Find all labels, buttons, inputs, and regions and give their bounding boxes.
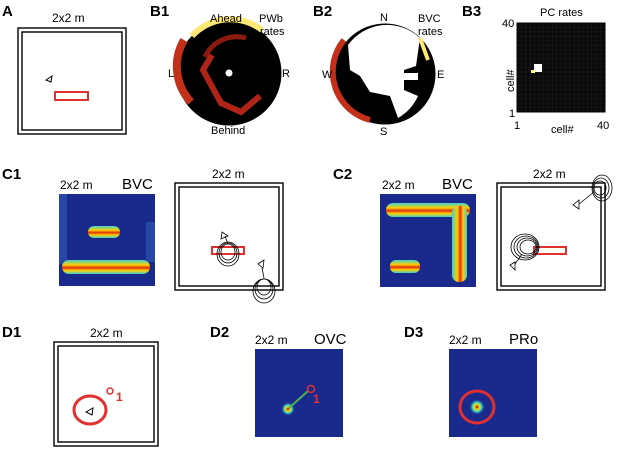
b2-label-w: W xyxy=(322,69,333,81)
c2-env-wall-inner xyxy=(500,186,602,287)
panel-label-c2: C2 xyxy=(333,166,352,183)
b2-label-s: S xyxy=(380,126,387,138)
b2-label-e: E xyxy=(437,69,444,81)
b1-label-right: R xyxy=(282,68,290,80)
panel-d3: D3 2x2 m PRo xyxy=(404,324,538,437)
center-dot-b1 xyxy=(225,69,233,77)
c1-env-wall-inner xyxy=(178,186,280,287)
b3-ylabel: cell# xyxy=(505,68,517,92)
panel-label-d1: D1 xyxy=(2,324,21,341)
c1-cell-type: BVC xyxy=(122,176,153,193)
panel-label-d3: D3 xyxy=(404,324,423,341)
panel-label-b3: B3 xyxy=(462,3,481,20)
b2-title-line2: rates xyxy=(418,26,443,38)
d2-cell-type: OVC xyxy=(314,331,347,348)
c1-map-size-label: 2x2 m xyxy=(60,178,93,192)
panel-b3: B3 PC rates 40 1 1 40 cell# cell# xyxy=(462,3,609,136)
c2-cell-type: BVC xyxy=(442,176,473,193)
panel-b2: B2 N S W E BVC rates xyxy=(313,3,444,138)
panel-b1: B1 Ahead Behind L R PWb rates xyxy=(150,3,290,137)
panel-a: A 2x2 m xyxy=(2,3,127,135)
heat-arc-b1-outer xyxy=(189,16,264,39)
c1-map-shade-right xyxy=(146,222,155,262)
panel-c1: C1 2x2 m BVC 2x2 m xyxy=(2,166,284,304)
panel-label-a: A xyxy=(2,3,13,20)
d1-object-label: 1 xyxy=(116,390,123,404)
d1-object-marker xyxy=(106,387,114,395)
d3-pro-map xyxy=(449,349,537,437)
panel-label-b2: B2 xyxy=(313,3,332,20)
b1-label-left: L xyxy=(168,68,174,80)
c1-object-rectangle xyxy=(211,246,245,255)
d1-env-wall-inner xyxy=(57,345,155,443)
d3-object-ring xyxy=(458,389,496,425)
c2-field-left xyxy=(390,260,420,273)
pc-rate-grid xyxy=(517,23,605,112)
d1-agent-arrow-icon xyxy=(84,407,94,416)
d3-cell-type: PRo xyxy=(509,331,538,348)
c1-receptive-field-top xyxy=(216,231,240,267)
c2-env-size-label: 2x2 m xyxy=(533,167,566,181)
b3-tick-xmin: 1 xyxy=(514,120,520,132)
b3-title: PC rates xyxy=(540,7,583,19)
heat-arc-b2-right xyxy=(418,37,430,61)
heat-arc-b2-left xyxy=(329,38,371,123)
c1-field-bottom xyxy=(62,260,150,274)
b2-title-line1: BVC xyxy=(418,13,441,25)
b1-label-behind: Behind xyxy=(211,125,245,137)
center-dot-b2 xyxy=(381,71,389,79)
d2-ovc-map xyxy=(255,349,343,437)
object-rectangle xyxy=(54,91,89,101)
d3-firing-field xyxy=(469,399,485,415)
c1-receptive-field-bottom xyxy=(252,259,276,304)
d2-object-label: 1 xyxy=(313,392,320,406)
d3-size-label: 2x2 m xyxy=(449,333,482,347)
panel-a-size-label: 2x2 m xyxy=(52,11,85,25)
c2-receptive-field-bottom xyxy=(509,233,540,271)
b1-title-line2: rates xyxy=(260,26,285,38)
d2-vector-line xyxy=(288,390,309,409)
b3-tick-ymin: 1 xyxy=(509,108,515,120)
b3-xlabel: cell# xyxy=(551,124,575,136)
heat-arc-b2-e xyxy=(394,73,418,80)
d1-env-wall-outer xyxy=(53,341,159,447)
heat-arc-b1-left xyxy=(172,37,195,105)
c2-map-size-label: 2x2 m xyxy=(382,178,415,192)
b1-label-ahead: Ahead xyxy=(210,13,242,25)
panel-label-c1: C1 xyxy=(2,166,21,183)
d1-size-label: 2x2 m xyxy=(90,326,123,340)
environment-wall-outer xyxy=(17,27,127,135)
agent-arrow-icon xyxy=(44,74,53,83)
panel-c2: C2 2x2 m BVC 2x2 m xyxy=(333,166,613,291)
panel-d1: D1 2x2 m 1 xyxy=(2,324,159,447)
heat-arc-b1-inner-top xyxy=(202,34,247,59)
heat-arc-b2-white xyxy=(348,24,420,119)
d2-object-marker xyxy=(306,384,316,394)
pc-active-blob-edge xyxy=(531,70,535,73)
c1-env-wall-outer xyxy=(174,182,284,291)
c2-env-wall-outer xyxy=(496,182,606,291)
panel-label-d2: D2 xyxy=(210,324,229,341)
heat-arc-b1-l-inner xyxy=(199,53,262,116)
c1-env-size-label: 2x2 m xyxy=(212,167,245,181)
c2-object-rectangle xyxy=(533,246,567,255)
panel-label-b1: B1 xyxy=(150,3,169,20)
c2-receptive-field-top xyxy=(572,174,613,210)
c1-field-top xyxy=(88,226,120,238)
pc-active-blob xyxy=(534,64,542,72)
b2-label-n: N xyxy=(380,12,388,24)
d2-size-label: 2x2 m xyxy=(255,333,288,347)
c2-field-right xyxy=(452,206,467,282)
environment-wall-inner xyxy=(21,31,123,131)
c1-map-shade xyxy=(59,194,67,264)
b1-title-line1: PWb xyxy=(259,13,283,25)
b3-tick-ymax: 40 xyxy=(502,18,514,30)
c2-field-top xyxy=(386,203,470,217)
panel-d2: D2 2x2 m OVC 1 xyxy=(210,324,347,437)
b3-tick-xmax: 40 xyxy=(597,120,609,132)
d1-object-ring xyxy=(72,394,108,426)
